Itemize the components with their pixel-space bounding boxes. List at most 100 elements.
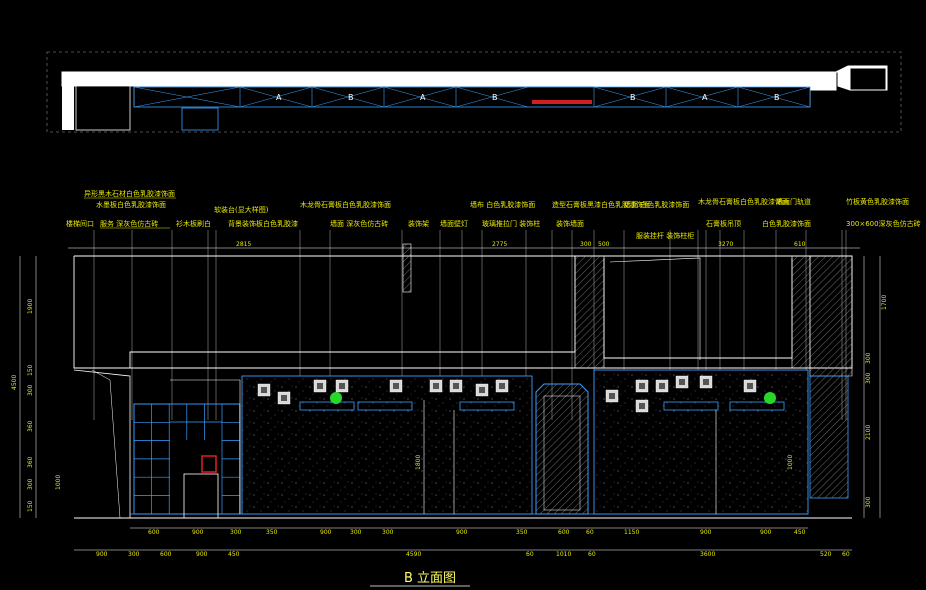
door-opening	[183, 473, 219, 519]
picture-frame-inner	[639, 383, 645, 389]
annotation-label: 墙面壁灯	[440, 219, 468, 228]
dimension-value: 60	[526, 551, 534, 558]
annotation-label: 玻璃推拉门 装饰柱	[482, 219, 540, 228]
dimension-value: 600	[160, 551, 172, 558]
wall-shelf	[299, 401, 355, 411]
plan-segment-label: B	[492, 93, 498, 102]
dimension-value: 1150	[624, 529, 639, 536]
ceiling-outline	[73, 255, 853, 369]
dimension-value: 300	[27, 478, 34, 490]
dimension-value: 300	[27, 384, 34, 396]
plan-module-diag	[239, 86, 313, 108]
right-column	[809, 375, 849, 499]
plan-frame	[46, 51, 902, 133]
picture-frame-inner	[499, 383, 505, 389]
dimension-value: 300	[230, 529, 242, 536]
dimension-value: 900	[760, 529, 772, 536]
annotations: 异形黑木石材白色乳胶漆饰面水墨板白色乳胶漆饰面木龙骨石膏板白色乳胶漆饰面墙布 白…	[66, 189, 921, 420]
picture-frame-inner	[703, 379, 709, 385]
picture-frame-inner	[281, 395, 287, 401]
dimension-value: 150	[27, 364, 34, 376]
dimension-value: 300	[865, 496, 872, 508]
dimension-value: 1010	[556, 551, 571, 558]
picture-frame-inner	[747, 383, 753, 389]
drawing-title: B 立面图	[404, 571, 456, 586]
plan-segment-label: B	[348, 93, 354, 102]
annotation-label: 软装台(显大样图)	[214, 205, 269, 214]
dimension-value: 2775	[492, 241, 507, 248]
dimension-value: 1800	[415, 455, 422, 470]
dimension-value: 300	[580, 241, 592, 248]
ceiling-hatch-b	[791, 255, 811, 369]
stair-lines	[170, 379, 241, 514]
annotation-label: 服务 深灰色仿古砖	[100, 219, 158, 228]
wall-panel-2	[593, 369, 809, 515]
dimension-value: 900	[320, 529, 332, 536]
annotation-label: 墙布 白色乳胶漆饰面	[470, 200, 535, 209]
plan-stair-rect	[181, 107, 219, 131]
dimension-value: 900	[196, 551, 208, 558]
ceiling-step	[129, 256, 576, 368]
annotation-label: 白色乳胶漆饰面	[762, 219, 811, 228]
dimension-value: 300	[382, 529, 394, 536]
plan-segment-label: A	[702, 93, 708, 102]
pendant-light	[402, 243, 412, 293]
plan-right-box	[849, 67, 887, 91]
annotation-label: 墙面 白色乳胶漆饰面	[624, 200, 689, 209]
picture-frame-inner	[453, 383, 459, 389]
annotation-label: 木龙骨石膏板白色乳胶漆饰面	[698, 197, 789, 206]
picture-frame-inner	[433, 383, 439, 389]
plant-icon	[764, 392, 776, 404]
annotation-label: 水墨板白色乳胶漆饰面	[96, 200, 166, 209]
dimension-value: 2815	[236, 241, 251, 248]
plan-module-diag	[455, 86, 529, 108]
dimension-value: 500	[598, 241, 610, 248]
dimension-value: 900	[456, 529, 468, 536]
dimension-value: 350	[516, 529, 528, 536]
annotation-label: 装饰墙面	[556, 219, 584, 228]
dimension-value: 4590	[406, 551, 421, 558]
dimension-value: 600	[148, 529, 160, 536]
annotation-label: 背景装饰板白色乳胶漆	[228, 219, 298, 228]
wall-frames	[257, 375, 757, 413]
elevation	[73, 243, 853, 519]
annotation-label: 墙面门轨道	[776, 197, 811, 206]
plan-segment-label: A	[420, 93, 426, 102]
dimension-value: 600	[558, 529, 570, 536]
dimension-value: 350	[266, 529, 278, 536]
dimension-value: 610	[794, 241, 806, 248]
dimension-value: 300	[128, 551, 140, 558]
plan-red-door	[532, 100, 592, 104]
annotation-label: 衫木板刷白	[176, 219, 211, 228]
dimension-value: 450	[228, 551, 240, 558]
dimension-value: 60	[842, 551, 850, 558]
dimension-value: 450	[794, 529, 806, 536]
dimension-value: 360	[27, 420, 34, 432]
picture-frame-inner	[679, 379, 685, 385]
dimension-value: 900	[96, 551, 108, 558]
wall-shelf	[729, 401, 785, 411]
dimension-value: 3600	[700, 551, 715, 558]
picture-frame-inner	[317, 383, 323, 389]
annotation-label: 石膏板吊顶	[706, 219, 741, 228]
annotation-label: 墙面 深灰色仿古砖	[330, 219, 388, 228]
dimension-value: 60	[586, 529, 594, 536]
plan-module-diag	[737, 86, 811, 108]
picture-frame-inner	[261, 387, 267, 393]
glass-door-inner	[543, 395, 581, 511]
picture-frame-inner	[339, 383, 345, 389]
dimension-value: 520	[820, 551, 832, 558]
glass-door	[535, 383, 589, 515]
dimension-value: 1700	[881, 295, 888, 310]
red-marker	[201, 455, 217, 473]
picture-frame-inner	[479, 387, 485, 393]
picture-frame-inner	[639, 403, 645, 409]
plan-module-diag	[593, 86, 667, 108]
plan-segment-label: B	[630, 93, 636, 102]
ceiling-hatch-c	[809, 255, 853, 377]
dimension-value: 300	[865, 352, 872, 364]
dimension-value: 1000	[55, 475, 62, 490]
dimension-value: 360	[27, 456, 34, 468]
